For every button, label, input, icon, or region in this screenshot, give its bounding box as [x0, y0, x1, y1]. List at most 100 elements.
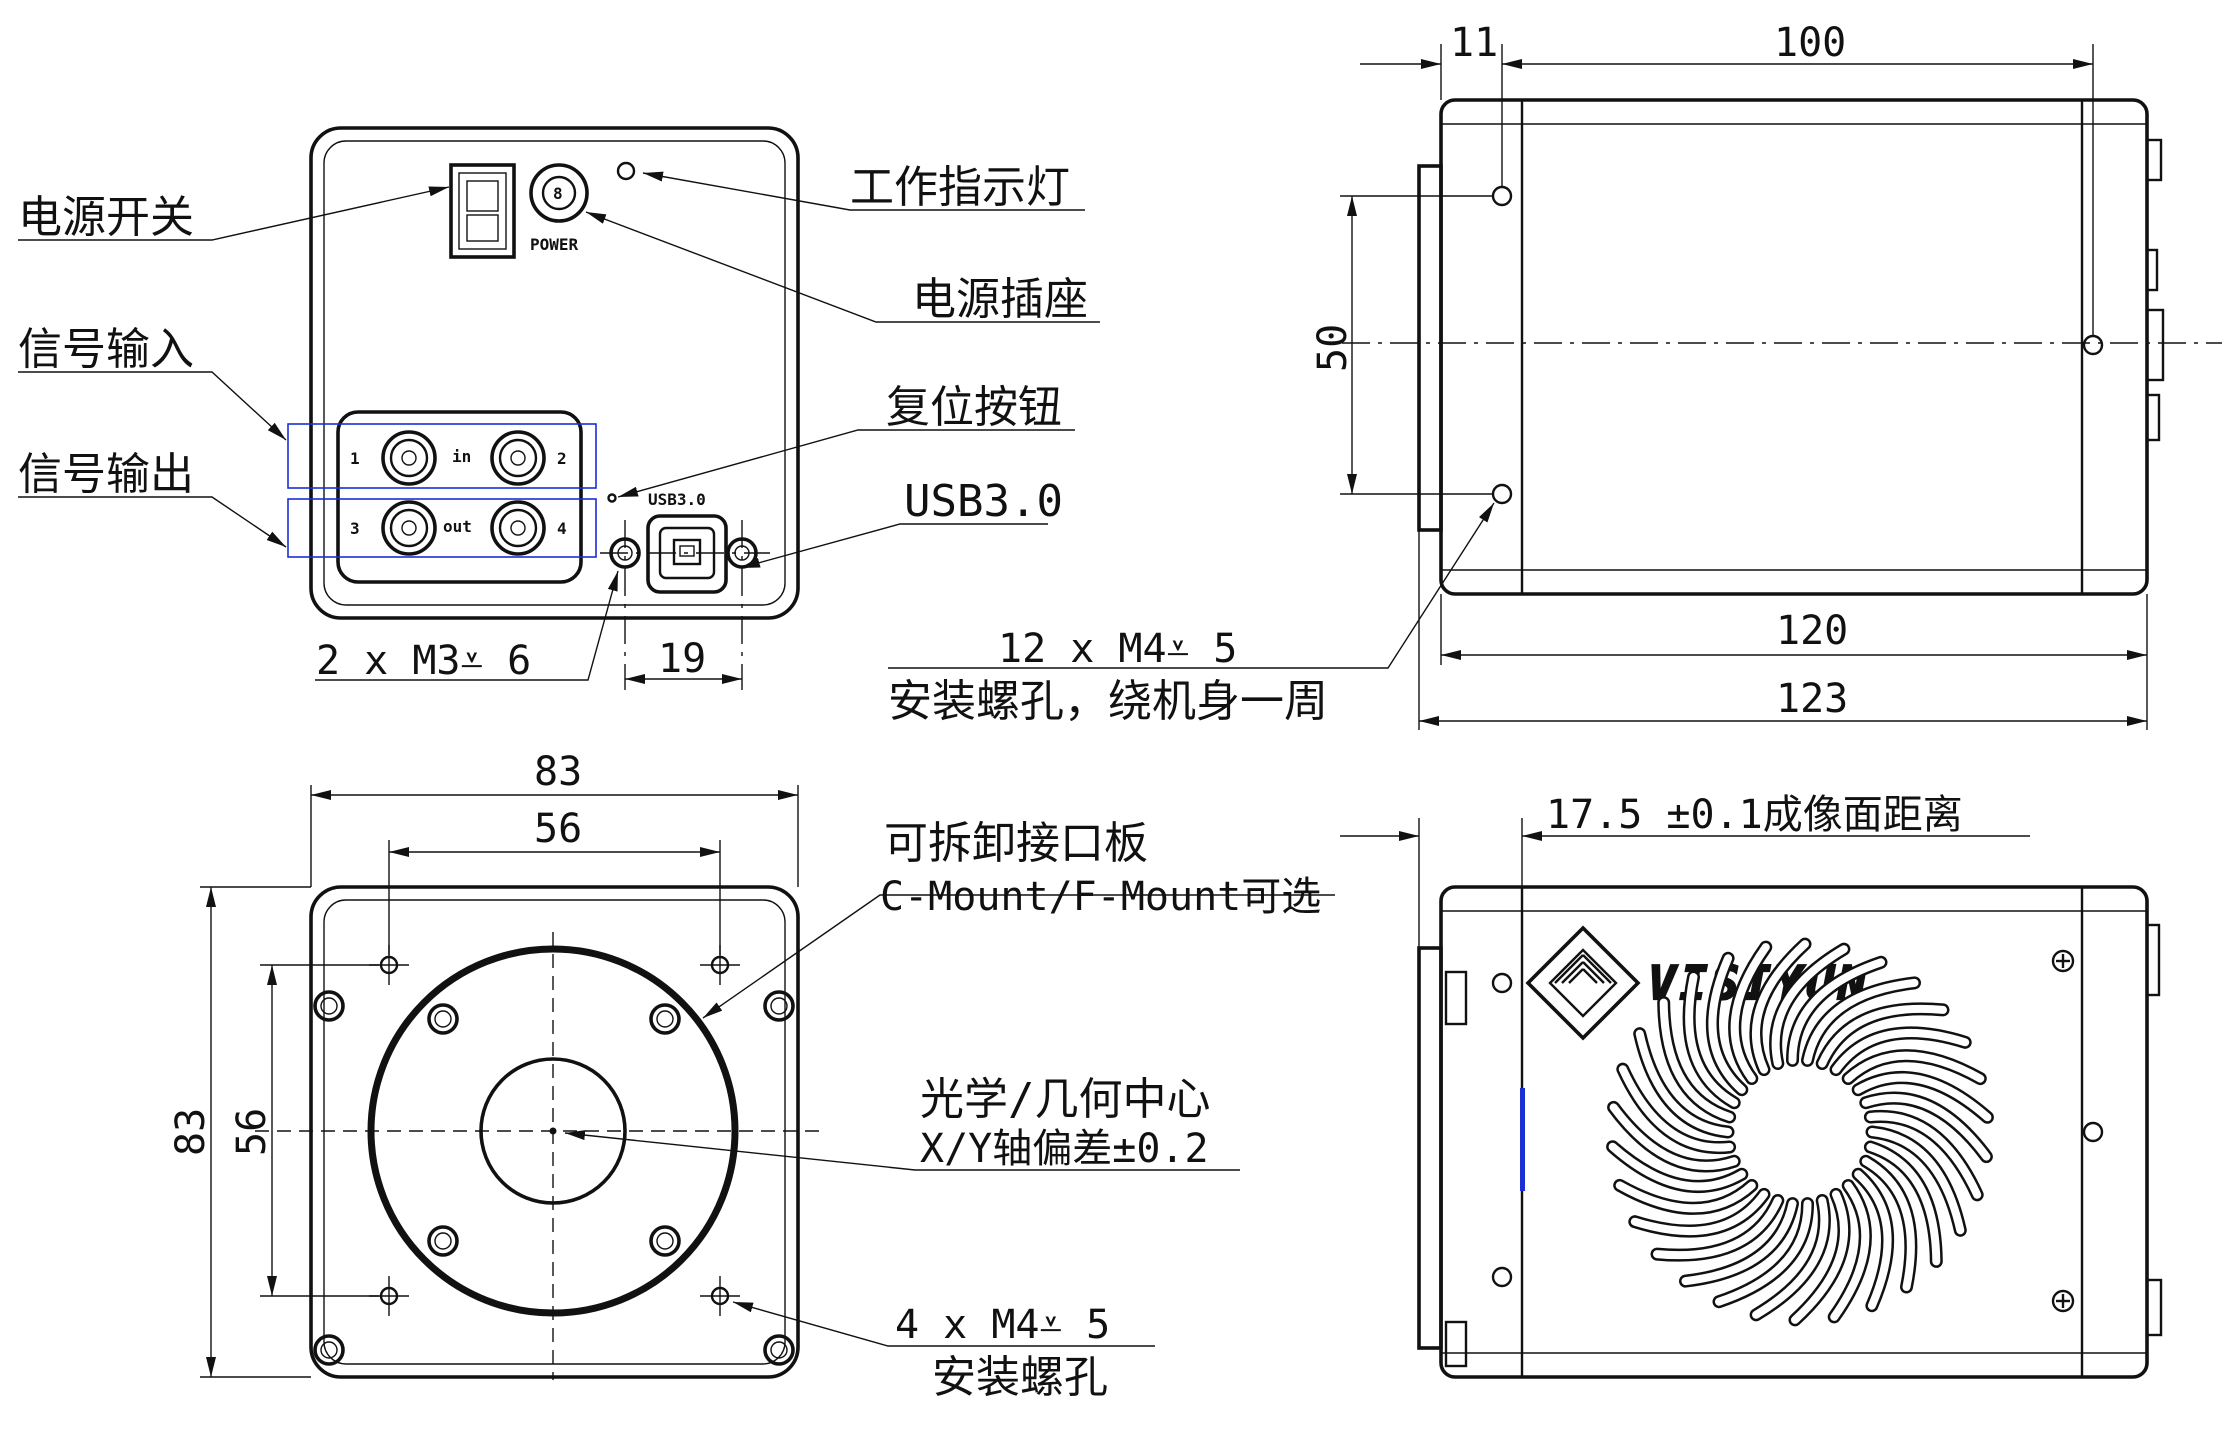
front-body-inner: [323, 899, 786, 1365]
port-4-label: 4: [557, 519, 567, 538]
fan-slot: [1788, 958, 1885, 1065]
fan-slot: [1791, 1190, 1849, 1324]
top-clip-lower: [1444, 1320, 1468, 1368]
callout-usb: USB3.0: [904, 476, 1063, 527]
dim-usb-spacing: 19: [658, 636, 706, 682]
rear-screw-spec: 2 x M3⩡ 6: [316, 638, 531, 684]
callout-power-socket: 电源插座: [912, 274, 1088, 325]
front-body-outline: [309, 885, 800, 1379]
mount-hole-tr: [700, 945, 740, 985]
rear-body-outline: [309, 126, 800, 620]
mount-hole-br: [700, 1276, 740, 1316]
dim-front-width: 83: [534, 749, 582, 795]
port-3-label: 3: [350, 519, 360, 538]
usb-panel-label: USB3.0: [648, 490, 706, 509]
fan-slot: [1854, 1170, 1892, 1310]
fan-slot: [1659, 998, 1734, 1121]
fan-slot: [1635, 1029, 1732, 1136]
corner-screw-tr: [763, 990, 795, 1022]
side-connector-c: [2145, 308, 2165, 382]
power-label: POWER: [530, 235, 579, 254]
side-hole-bottom: [1491, 483, 1513, 505]
dim-front-height: 83: [168, 1108, 214, 1156]
corner-screw-bl: [313, 1334, 345, 1366]
callout-holes-spec: 4 x M4⩡ 5: [895, 1302, 1110, 1348]
fan-slot: [1730, 943, 1770, 1083]
fan-slot: [1854, 1073, 1992, 1122]
fan-slot: [1771, 945, 1848, 1068]
plate-screw-br: [649, 1225, 681, 1257]
dim-side-body-length: 120: [1776, 608, 1848, 654]
fan-slot: [1609, 1103, 1739, 1170]
out-label: out: [443, 517, 472, 536]
top-screw-upper: [2051, 949, 2075, 973]
signal-port-4: [490, 500, 546, 556]
fan-slot: [1752, 1196, 1829, 1319]
fan-slot: [1866, 1112, 1982, 1199]
side-body: [1439, 98, 2149, 596]
callout-center-line2: X/Y轴偏差±0.2: [920, 1126, 1209, 1172]
fan-slot: [1715, 1199, 1812, 1306]
top-view: VISIYUN 17.5 ±0.1成像面距离: [1340, 792, 2163, 1379]
fan-slot: [1868, 1128, 1965, 1235]
callout-reset-button: 复位按钮: [886, 382, 1062, 433]
reset-button: [607, 493, 617, 503]
fan-slot: [1685, 973, 1739, 1107]
dim-side-holes-length: 100: [1774, 20, 1846, 66]
brand-logo-icon: [1525, 925, 1641, 1041]
fan-slot: [1830, 1181, 1870, 1321]
corner-screw-br: [763, 1334, 795, 1366]
dim-side-holes-height: 50: [1310, 324, 1356, 372]
rear-view: 8 POWER 1 2 3 4 in out USB3.0: [18, 126, 1100, 690]
fan-slot: [1866, 1143, 1941, 1266]
dim-side-offset: 11: [1450, 20, 1498, 66]
top-connector-b: [2145, 1278, 2163, 1337]
signal-output-highlight: [287, 498, 597, 558]
fan-slot: [1608, 1142, 1746, 1191]
fan-slot: [1708, 954, 1746, 1094]
signal-input-highlight: [287, 423, 597, 489]
top-hole-upper: [1491, 972, 1513, 994]
fan-slot: [1615, 1181, 1756, 1213]
dim-top-flange-distance: 17.5 ±0.1成像面距离: [1546, 792, 1963, 838]
callout-signal-input: 信号输入: [18, 324, 194, 375]
power-switch: [449, 163, 516, 259]
top-front-flange: [1417, 946, 1443, 1350]
fan-slot: [1832, 1028, 1970, 1074]
signal-port-2: [490, 430, 546, 486]
work-indicator-led: [616, 161, 636, 181]
fan-slot: [1803, 978, 1919, 1065]
fan-slot: [1751, 940, 1809, 1074]
fan-slot: [1818, 1004, 1947, 1068]
signal-port-block: [336, 410, 583, 584]
side-hole-right: [2082, 334, 2104, 356]
signal-port-3: [381, 500, 437, 556]
callout-center-line1: 光学/几何中心: [920, 1074, 1211, 1125]
dim-side-total-length: 123: [1776, 676, 1848, 722]
callout-holes-note: 安装螺孔: [932, 1352, 1108, 1403]
side-screw-spec: 12 x M4⩡ 5: [998, 626, 1237, 672]
top-hole-right: [2082, 1121, 2104, 1143]
corner-screw-tl: [313, 990, 345, 1022]
callout-work-indicator: 工作指示灯: [850, 162, 1070, 213]
fan-slot: [1681, 1199, 1797, 1286]
port-1-label: 1: [350, 449, 360, 468]
fan-slot: [1630, 1190, 1768, 1236]
fan-slot: [1861, 1157, 1915, 1291]
side-connector-d: [2145, 393, 2161, 442]
top-clip-upper: [1444, 970, 1468, 1026]
dim-front-hole-spacing-h: 56: [534, 806, 582, 852]
front-view: 83 56 83 56 可拆卸接口板 C-Mount/F-Mount可选 光学/…: [168, 749, 1335, 1403]
rear-body-inner: [323, 140, 786, 606]
plate-screw-bl: [427, 1225, 459, 1257]
side-connector-b: [2145, 248, 2159, 292]
fan-slot: [1861, 1094, 1991, 1161]
fan-slot: [1618, 1065, 1734, 1152]
callout-plate-line1: 可拆卸接口板: [884, 818, 1148, 869]
fan-slot: [1653, 1196, 1782, 1260]
signal-port-1: [381, 430, 437, 486]
fan-grille: [1606, 937, 1994, 1327]
port-2-label: 2: [557, 449, 567, 468]
